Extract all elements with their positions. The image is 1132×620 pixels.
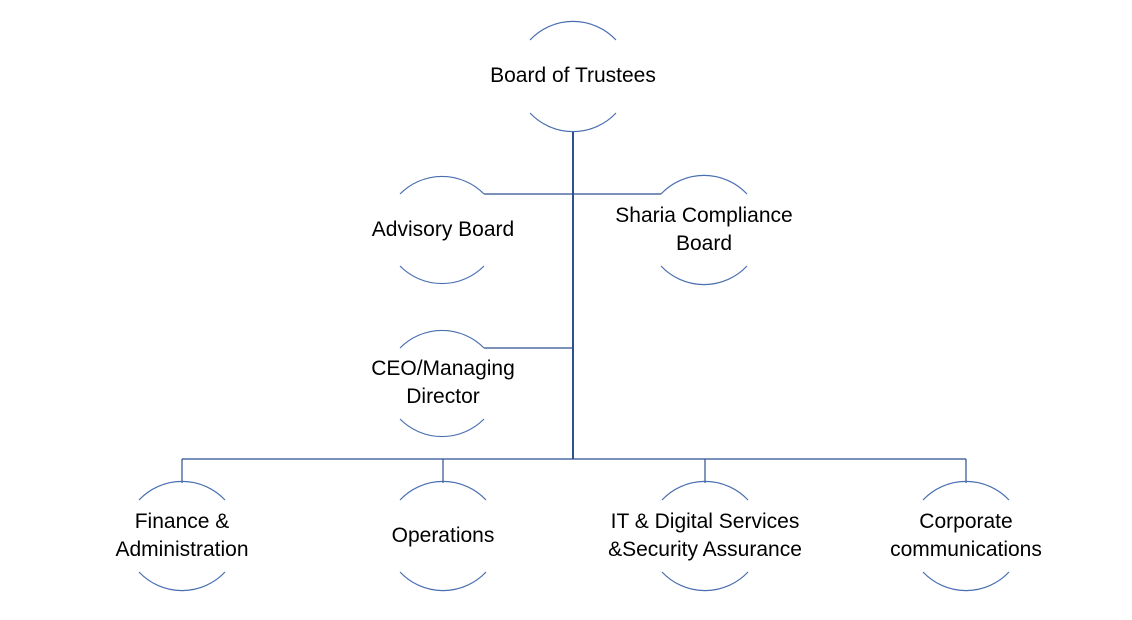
node-label-line-1: Sharia Compliance — [615, 204, 792, 227]
node-operations: Operations — [392, 480, 495, 592]
node-outline-bottom — [922, 571, 1010, 592]
node-label: Board of Trustees — [490, 64, 656, 87]
node-outline-bottom — [399, 265, 485, 285]
node-label-line-2: communications — [890, 538, 1042, 561]
node-label-line-1: Finance & — [135, 510, 230, 533]
node-label-line-1: CEO/Managing — [371, 357, 515, 380]
node-advisory-board: Advisory Board — [372, 175, 514, 285]
node-outline-top — [660, 174, 748, 195]
node-outline-top — [399, 480, 487, 501]
node-board-of-trustees: Board of Trustees — [490, 20, 656, 133]
node-outline-bottom — [399, 418, 485, 438]
node-label-line-1: IT & Digital Services — [611, 510, 800, 533]
node-outline-bottom — [660, 265, 748, 286]
node-outline-bottom — [399, 571, 487, 592]
node-label-line-2: Director — [406, 385, 480, 408]
node-label: Operations — [392, 524, 495, 547]
node-label-line-2: Board — [676, 232, 732, 255]
node-outline-top — [922, 480, 1010, 501]
node-ceo-managing-director: CEO/Managing Director — [371, 329, 515, 438]
node-finance-administration: Finance & Administration — [115, 480, 249, 592]
node-label-line-2: &Security Assurance — [608, 538, 802, 561]
node-outline-bottom — [661, 571, 749, 592]
node-outline-top — [399, 329, 485, 349]
node-label: Advisory Board — [372, 218, 514, 241]
node-outline-top — [138, 480, 226, 501]
node-sharia-compliance-board: Sharia Compliance Board — [615, 174, 793, 286]
node-outline-top — [529, 20, 617, 41]
node-label-line-2: Administration — [115, 538, 248, 561]
connectors — [181, 131, 967, 483]
node-label-line-1: Corporate — [919, 510, 1012, 533]
node-it-digital-services: IT & Digital Services &Security Assuranc… — [608, 480, 802, 592]
node-outline-bottom — [138, 571, 226, 592]
node-outline-top — [399, 175, 485, 195]
node-outline-top — [661, 480, 749, 501]
node-outline-bottom — [529, 112, 617, 133]
node-corporate-communications: Corporate communications — [890, 480, 1042, 592]
